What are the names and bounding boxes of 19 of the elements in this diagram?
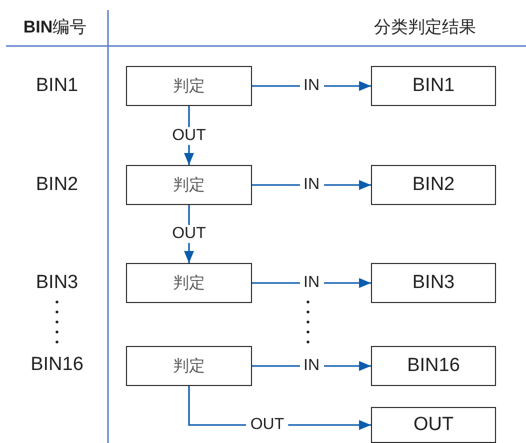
column-header: BIN编号 (23, 16, 87, 38)
arrow (252, 180, 371, 190)
arrow (252, 278, 371, 288)
result-box: BIN16 (371, 346, 496, 386)
arrow (252, 81, 371, 91)
decision-box: 判定 (126, 66, 252, 106)
bin-label: BIN2 (36, 174, 78, 196)
result-box: BIN3 (371, 263, 496, 303)
bin-label: BIN3 (36, 272, 78, 294)
decision-box: 判定 (126, 346, 252, 386)
decision-box: 判定 (126, 263, 252, 303)
decision-box: 判定 (126, 165, 252, 205)
bin-label: BIN16 (30, 354, 84, 376)
column-header: 分类判定结果 (374, 16, 476, 38)
result-box: OUT (371, 407, 496, 443)
arrow (252, 361, 371, 371)
result-box: BIN1 (371, 66, 496, 106)
result-box: BIN2 (371, 165, 496, 205)
bin-label: BIN1 (36, 75, 78, 97)
